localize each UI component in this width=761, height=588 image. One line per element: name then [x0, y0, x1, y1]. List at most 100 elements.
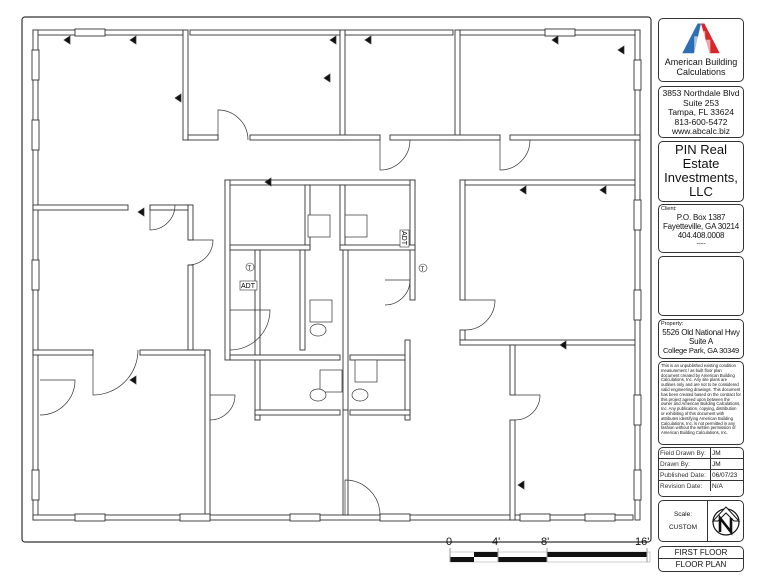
toilet	[309, 323, 327, 337]
address-line: Suite 253	[683, 97, 719, 108]
wall	[342, 249, 349, 411]
wall	[509, 134, 641, 141]
client-box: Client: P.O. Box 1387 Fayetteville, GA 3…	[658, 204, 744, 253]
thermostat-label: T	[248, 266, 252, 272]
company-name: American Building Calculations	[664, 57, 738, 77]
drawing-info: Field Drawn By:JM Drawn By:JM Published …	[658, 447, 744, 497]
scale-tick-8: 8'	[541, 536, 550, 548]
wall	[204, 349, 211, 521]
disclaimer: This is an unpublished existing conditio…	[658, 361, 744, 445]
wall	[182, 29, 189, 141]
window	[633, 59, 642, 91]
scale-tick-16: 16'	[635, 536, 650, 548]
door-swing	[92, 349, 139, 396]
data-outlet-icon	[364, 35, 372, 45]
door-swing	[217, 109, 249, 141]
wall	[404, 339, 411, 421]
window	[584, 513, 616, 522]
wall	[342, 409, 349, 516]
window	[379, 513, 411, 522]
scale-bar	[449, 548, 651, 563]
data-outlet-icon	[519, 185, 527, 195]
door-swing	[209, 394, 236, 421]
data-outlet-icon	[137, 207, 145, 217]
wall	[509, 419, 516, 521]
wall	[349, 354, 411, 361]
door-swing	[39, 379, 76, 416]
walls	[31, 28, 642, 522]
wall	[32, 349, 94, 356]
wall	[344, 29, 454, 36]
data-outlet-icon	[329, 35, 337, 45]
data-outlet-icon	[323, 73, 331, 83]
info-row: Field Drawn By:JM	[659, 448, 743, 459]
company-address: 3853 Northdale Blvd Suite 253 Tampa, FL …	[658, 86, 744, 138]
door-swing	[149, 204, 176, 231]
plan-labels: ADT ADT T T	[239, 229, 428, 291]
sink	[307, 214, 331, 238]
scale-tick-4: 4'	[492, 536, 501, 548]
info-row: Published Date:06/07/23	[659, 469, 743, 481]
wall	[459, 179, 466, 301]
client-line: -----	[696, 241, 706, 247]
address-line: 3853 Northdale Blvd	[662, 88, 740, 98]
client-line: P.O. Box 1387	[676, 213, 726, 222]
sink	[354, 359, 378, 383]
door-swing	[499, 139, 531, 171]
wall	[339, 29, 346, 141]
plan-type: FLOOR PLAN	[675, 560, 727, 569]
wall	[32, 514, 634, 521]
wall	[409, 179, 416, 301]
window	[74, 28, 106, 37]
wall	[299, 249, 306, 351]
property-line: College Park, GA 30349	[662, 346, 740, 355]
wall	[509, 344, 516, 396]
data-outlet-icon	[599, 185, 607, 195]
data-outlet-icon	[551, 35, 559, 45]
client-label: Client:	[661, 206, 677, 212]
data-outlet-icon	[129, 375, 137, 385]
data-outlet-icon	[617, 45, 625, 55]
property-line: Suite A	[689, 337, 713, 346]
website: www.abcalc.biz	[671, 126, 731, 136]
scale-label: Scale:	[673, 511, 693, 518]
floor-name: FIRST FLOOR	[659, 547, 743, 559]
wall	[187, 134, 219, 141]
wall	[224, 179, 231, 361]
window	[31, 259, 40, 291]
wall	[229, 244, 311, 251]
scale-tick-0: 0	[446, 536, 453, 548]
toilet	[309, 388, 327, 402]
wall	[454, 29, 461, 141]
door-swing	[187, 239, 214, 266]
adt-label: ADT	[241, 283, 256, 290]
window	[31, 49, 40, 81]
data-outlet-icon	[129, 35, 137, 45]
window	[633, 394, 642, 426]
door-swing	[384, 279, 411, 306]
wall	[224, 179, 416, 186]
window	[633, 289, 642, 321]
wall	[389, 134, 501, 141]
data-outlet-icon	[63, 35, 71, 45]
wall	[349, 409, 411, 416]
door-swing	[344, 479, 381, 516]
wall	[32, 29, 184, 36]
scale-value: CUSTOM	[668, 524, 698, 531]
wall	[339, 184, 346, 251]
floor-title: FIRST FLOOR FLOOR PLAN	[658, 546, 744, 572]
window	[31, 119, 40, 151]
property-line: 5526 Old National Hwy	[662, 328, 740, 337]
wall	[229, 354, 341, 361]
data-outlet-icon	[517, 480, 525, 490]
wall	[634, 29, 641, 521]
wall	[254, 409, 341, 416]
sink	[344, 214, 368, 238]
wall	[459, 179, 636, 186]
window	[544, 28, 576, 37]
thermostat-label-2: T	[421, 267, 425, 273]
client-line: 404.408.0008	[677, 231, 725, 240]
sink	[319, 369, 343, 393]
toilet	[351, 388, 369, 402]
